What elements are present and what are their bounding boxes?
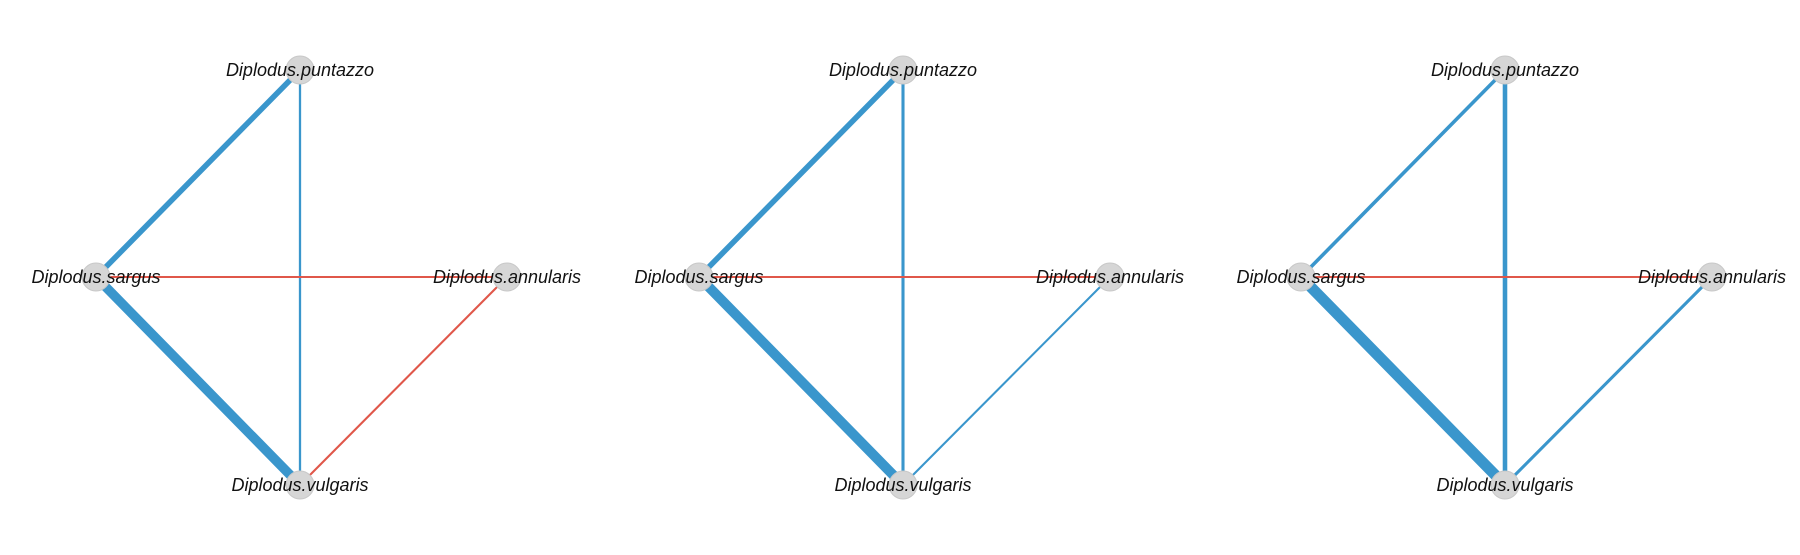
edge-layer (92, 68, 508, 489)
node-label-annularis: Diplodus.annularis (1036, 267, 1184, 287)
node-annularis (1095, 262, 1125, 292)
node-sargus (81, 262, 111, 292)
edge-annularis-vulgaris (1503, 275, 1714, 487)
node-sargus (1286, 262, 1316, 292)
node-label-puntazzo: Diplodus.puntazzo (1431, 60, 1579, 80)
edge-layer (695, 68, 1111, 489)
node-label-puntazzo: Diplodus.puntazzo (226, 60, 374, 80)
edge-sargus-vulgaris (1297, 273, 1509, 489)
node-annularis (492, 262, 522, 292)
node-label-annularis: Diplodus.annularis (1638, 267, 1786, 287)
node-puntazzo (285, 55, 315, 85)
node-vulgaris (285, 470, 315, 500)
edge-layer (1297, 68, 1714, 489)
edge-sargus-puntazzo (1299, 68, 1507, 279)
edge-sargus-puntazzo (697, 68, 905, 279)
node-label-sargus: Diplodus.sargus (634, 267, 763, 287)
node-layer (81, 55, 522, 500)
node-label-vulgaris: Diplodus.vulgaris (231, 475, 368, 495)
node-sargus (684, 262, 714, 292)
node-vulgaris (1490, 470, 1520, 500)
node-puntazzo (888, 55, 918, 85)
node-vulgaris (888, 470, 918, 500)
node-annularis (1697, 262, 1727, 292)
node-label-puntazzo: Diplodus.puntazzo (829, 60, 977, 80)
node-layer (684, 55, 1125, 500)
node-label-annularis: Diplodus.annularis (433, 267, 581, 287)
node-label-vulgaris: Diplodus.vulgaris (1436, 475, 1573, 495)
edge-sargus-vulgaris (695, 273, 907, 489)
node-label-sargus: Diplodus.sargus (31, 267, 160, 287)
node-layer (1286, 55, 1727, 500)
edge-annularis-vulgaris (299, 276, 508, 486)
edge-sargus-vulgaris (92, 273, 304, 489)
edge-annularis-vulgaris (902, 276, 1111, 486)
edge-sargus-puntazzo (94, 68, 302, 279)
node-label-sargus: Diplodus.sargus (1236, 267, 1365, 287)
node-label-vulgaris: Diplodus.vulgaris (834, 475, 971, 495)
node-puntazzo (1490, 55, 1520, 85)
